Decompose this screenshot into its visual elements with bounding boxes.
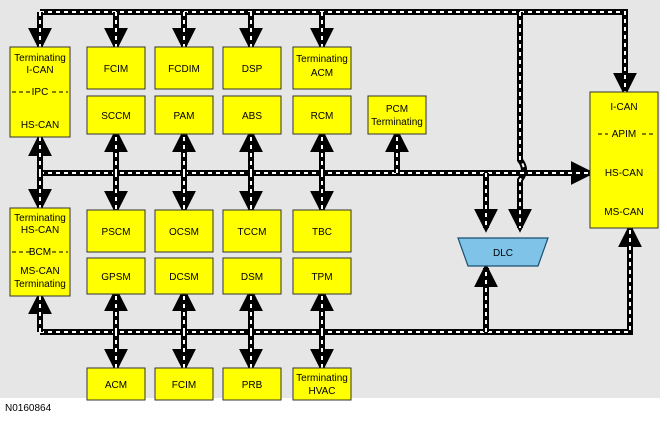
module-apim: I-CAN APIM HS-CAN MS-CAN [589, 91, 659, 229]
module-ocsm: OCSM [154, 209, 214, 253]
ms-can-bus [40, 223, 642, 335]
module-acm-top-label: ACM [311, 68, 333, 79]
module-pam: PAM [154, 95, 214, 135]
apim-mscan-label: MS-CAN [604, 207, 643, 218]
module-sccm: SCCM [86, 95, 146, 135]
module-abs-label: ABS [242, 111, 262, 122]
module-fcim-bottom: FCIM [154, 367, 214, 401]
bcm-terminating-top: Terminating [14, 213, 66, 224]
module-dlc: DLC [457, 237, 549, 267]
module-hvac-label: Terminating [296, 373, 348, 384]
module-dsm: DSM [222, 257, 282, 295]
module-tccm: TCCM [222, 209, 282, 253]
ican-bus-top [40, 9, 637, 97]
module-pscm: PSCM [86, 209, 146, 253]
bcm-terminating-bottom: Terminating [14, 279, 66, 290]
bcm-mscan-label: MS-CAN [20, 266, 59, 277]
module-acm-bottom-label: ACM [105, 380, 127, 391]
module-gpsm: GPSM [86, 257, 146, 295]
module-abs: ABS [222, 95, 282, 135]
module-acm-bottom: ACM [86, 367, 146, 401]
module-dcsm: DCSM [154, 257, 214, 295]
module-gpsm-label: GPSM [101, 272, 130, 283]
module-prb: PRB [222, 367, 282, 401]
module-hvac-label: HVAC [308, 386, 335, 397]
module-fcim-top-label: FCIM [104, 64, 128, 75]
bcm-name: BCM [29, 247, 51, 258]
module-fcdim: FCDIM [154, 46, 214, 90]
module-fcdim-label: FCDIM [168, 64, 200, 75]
module-dcsm-label: DCSM [169, 272, 198, 283]
bus-lines [27, 9, 642, 373]
module-pcm-label: PCM [386, 104, 408, 115]
ipc-hscan-label: HS-CAN [21, 120, 59, 131]
apim-name: APIM [612, 129, 636, 140]
module-sccm-label: SCCM [101, 111, 130, 122]
module-tccm-label: TCCM [238, 227, 267, 238]
module-rcm: RCM [292, 95, 352, 135]
module-tpm-label: TPM [311, 272, 332, 283]
apim-ican-label: I-CAN [610, 102, 637, 113]
module-dsp-label: DSP [242, 64, 263, 75]
module-tbc: TBC [292, 209, 352, 253]
dlc-label: DLC [493, 248, 513, 259]
module-pam-label: PAM [174, 111, 195, 122]
module-pcm: PCM Terminating [367, 95, 427, 135]
module-dsm-label: DSM [241, 272, 263, 283]
module-tbc-label: TBC [312, 227, 332, 238]
module-acm-top-label: Terminating [296, 54, 348, 65]
module-fcim-top: FCIM [86, 46, 146, 90]
module-dsp: DSP [222, 46, 282, 90]
ipc-name: IPC [32, 87, 49, 98]
module-prb-label: PRB [242, 380, 263, 391]
module-pcm-label: Terminating [371, 117, 423, 128]
module-tpm: TPM [292, 257, 352, 295]
module-ocsm-label: OCSM [169, 227, 199, 238]
module-fcim-bottom-label: FCIM [172, 380, 196, 391]
bcm-hscan-label: HS-CAN [21, 225, 59, 236]
ipc-terminating-label: Terminating [14, 53, 66, 64]
apim-hscan-label: HS-CAN [605, 168, 643, 179]
ipc-ican-label: I-CAN [26, 65, 53, 76]
module-pscm-label: PSCM [102, 227, 131, 238]
figure-id: N0160864 [5, 403, 52, 414]
module-rcm-label: RCM [311, 111, 334, 122]
